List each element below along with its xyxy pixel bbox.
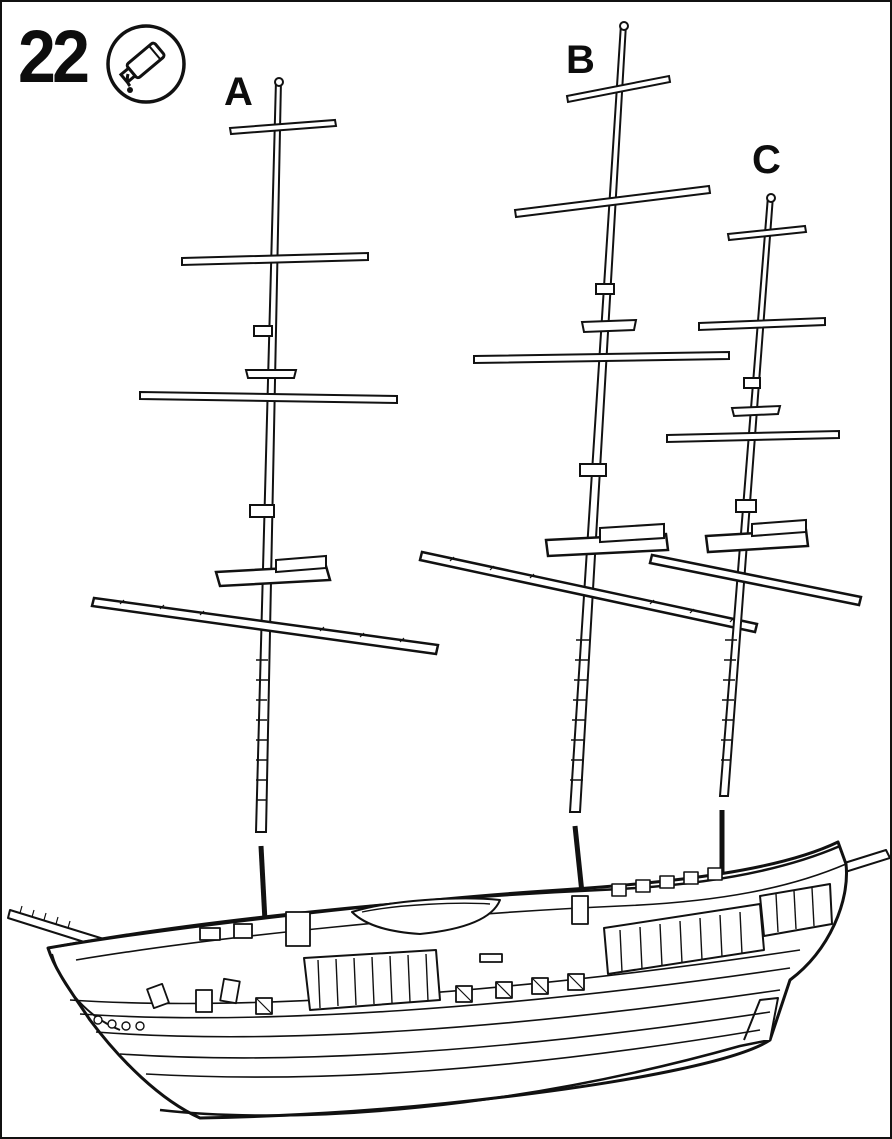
glue-tube-icon [106,24,186,104]
mast-a [90,77,440,833]
mast-label-a: A [224,70,253,114]
step-number: 22 [18,15,90,98]
ship-hull [7,840,891,1120]
mast-label-c: C [752,138,781,182]
mast-label-b: B [566,38,595,82]
mast-b [418,21,759,813]
mast-c [648,193,863,797]
